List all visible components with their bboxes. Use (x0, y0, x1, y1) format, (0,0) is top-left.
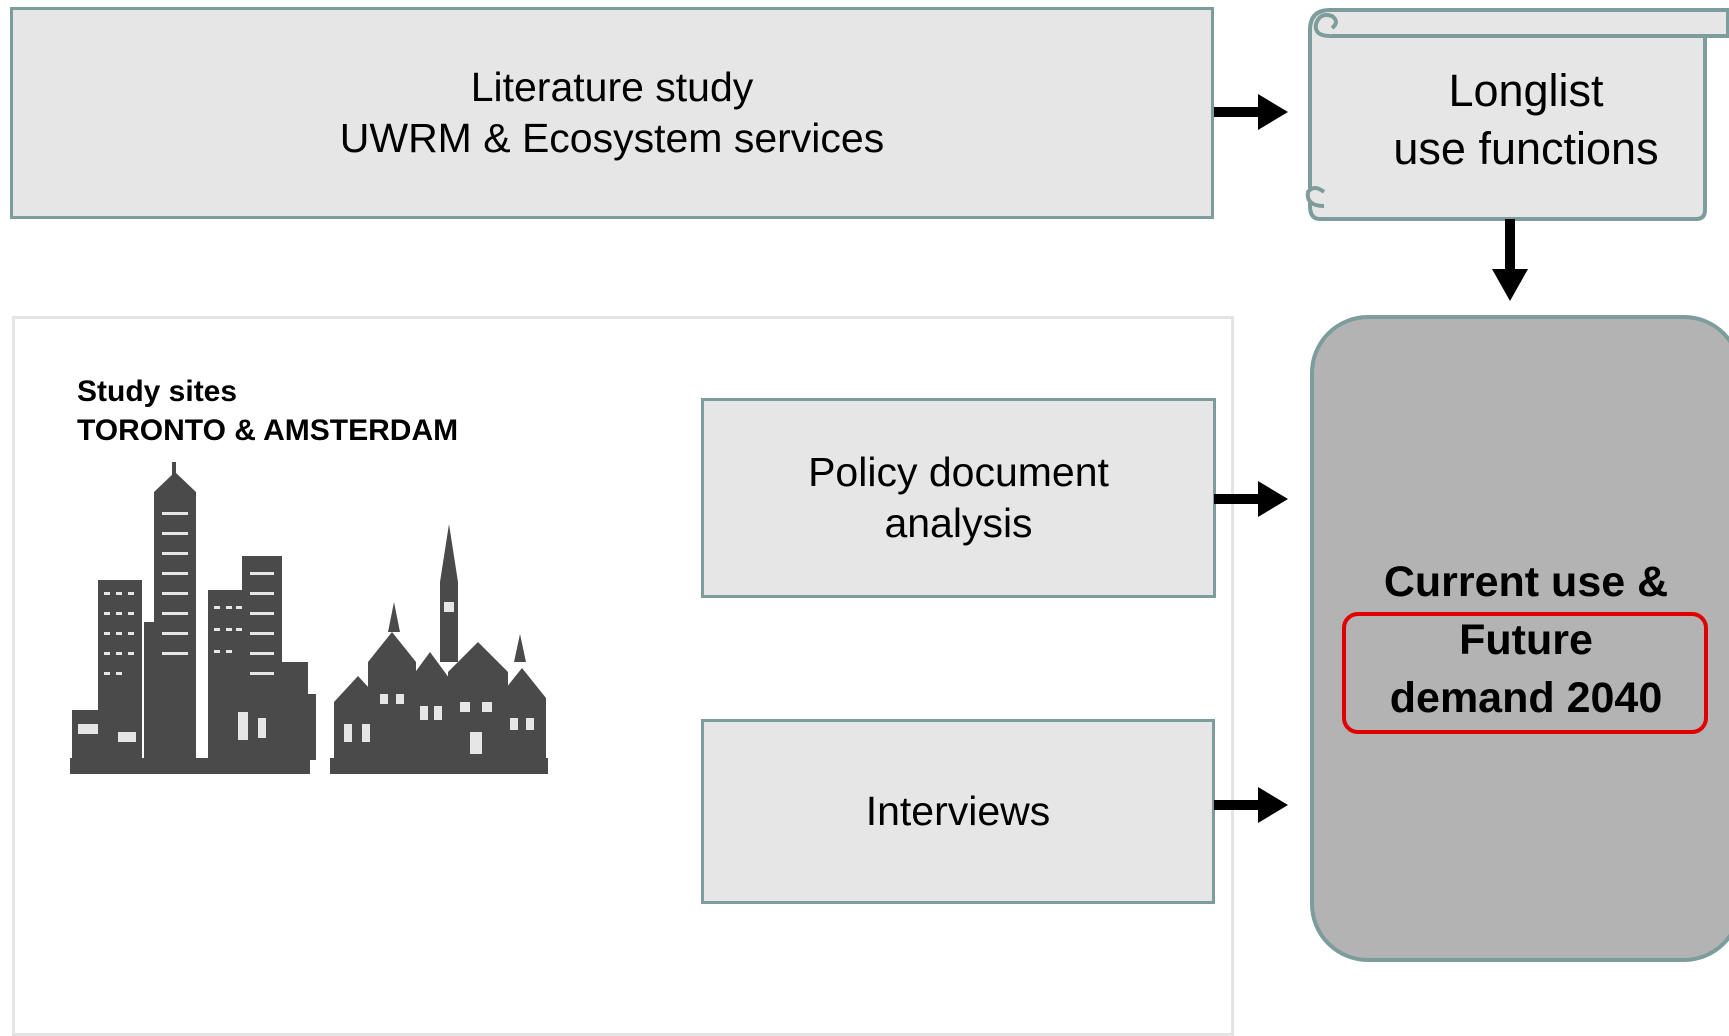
literature-study-box: Literature study UWRM & Ecosystem servic… (10, 7, 1214, 219)
arrow-interviews-to-result (1214, 787, 1288, 823)
result-label: Current use & Future demand 2040 (1340, 553, 1712, 727)
amsterdam-houses-icon (330, 524, 548, 774)
policy-document-box: Policy document analysis (701, 398, 1216, 598)
arrow-policy-to-result (1214, 481, 1288, 517)
arrow-literature-to-longlist (1214, 94, 1288, 130)
interviews-box: Interviews (701, 719, 1215, 904)
longlist-line1: Longlist (1448, 65, 1604, 116)
future-demand-highlight (1342, 612, 1708, 734)
study-sites-heading: Study sites (77, 375, 238, 408)
policy-document-line1: Policy document (808, 449, 1109, 495)
longlist-label: Longlist use functions (1338, 62, 1714, 178)
literature-study-subtitle: UWRM & Ecosystem services (339, 115, 885, 161)
city-skyline-icons (70, 462, 548, 774)
current-use-future-demand-box (1310, 315, 1729, 962)
longlist-scroll-shape (1305, 8, 1729, 221)
study-sites-cities: TORONTO & AMSTERDAM (77, 414, 459, 447)
result-line3: demand 2040 (1389, 674, 1663, 722)
result-line2: Future (1459, 616, 1593, 664)
literature-study-title: Literature study (470, 64, 754, 110)
policy-document-line2: analysis (884, 500, 1033, 546)
toronto-skyline-icon (70, 462, 316, 774)
result-line1: Current use & (1383, 558, 1669, 606)
study-sites-title: Study sites TORONTO & AMSTERDAM (77, 372, 458, 450)
longlist-line2: use functions (1393, 123, 1659, 174)
arrow-longlist-to-result (1492, 219, 1528, 301)
interviews-label: Interviews (865, 788, 1051, 834)
